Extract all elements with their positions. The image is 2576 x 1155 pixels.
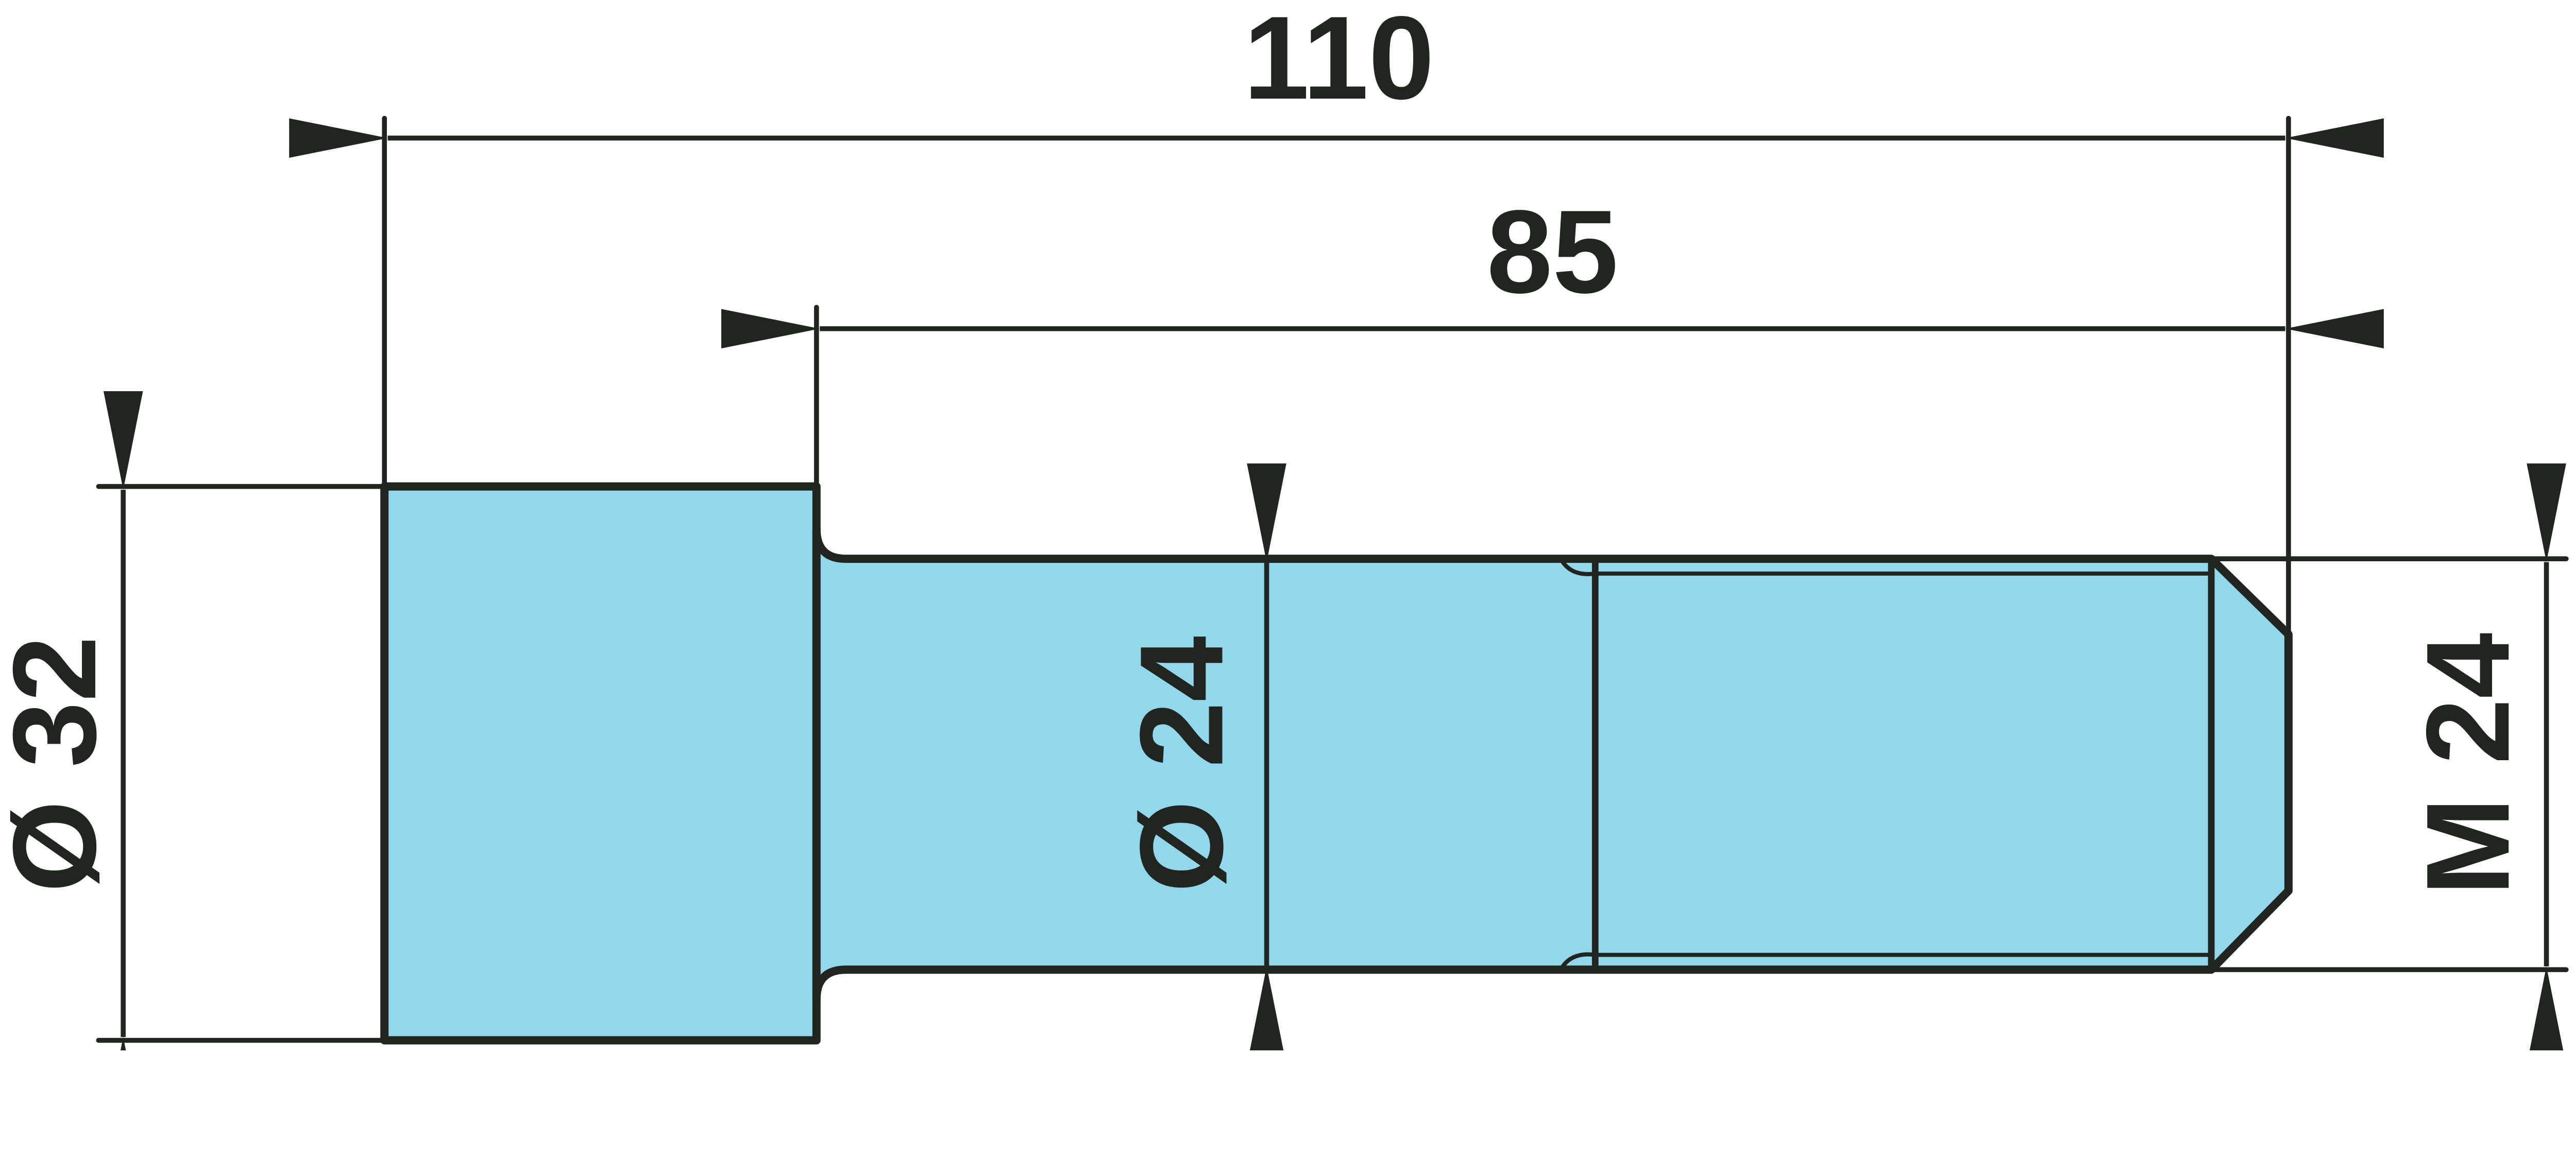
dim-label-110: 110	[1244, 0, 1434, 124]
dim-label-thread: M 24	[2401, 633, 2534, 896]
bolt-technical-drawing: 110 85 Ø 32 Ø 24 M 24	[0, 0, 2569, 1050]
extension-lines	[96, 115, 2569, 1043]
bolt-head	[380, 482, 821, 1045]
bolt-shank	[812, 525, 2293, 1003]
thread-runout-bottom	[1558, 952, 1596, 971]
thread-runout-top	[1558, 558, 1596, 576]
dim-label-85: 85	[1487, 186, 1618, 318]
dim-label-shank-diameter: Ø 24	[1115, 636, 1247, 893]
dim-label-head-diameter: Ø 32	[0, 636, 121, 893]
dimension-lines	[103, 118, 2566, 1050]
bolt-part	[380, 482, 2293, 1045]
